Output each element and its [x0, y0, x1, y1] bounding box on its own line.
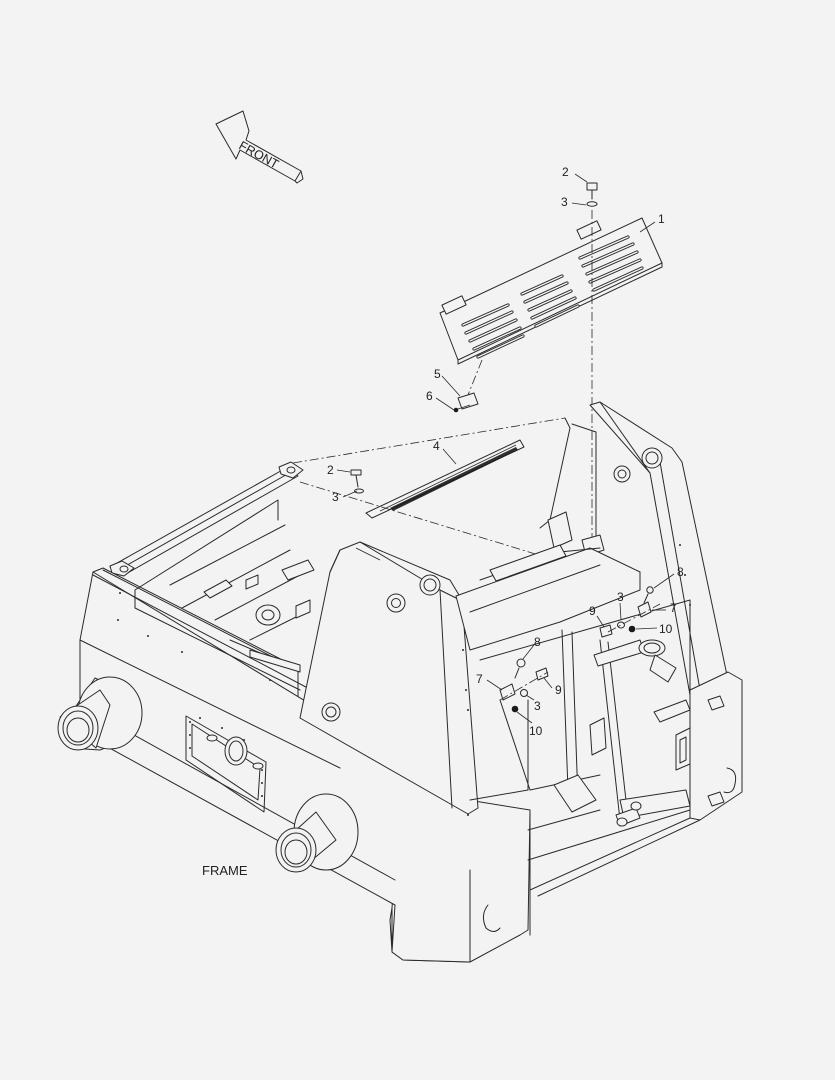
front-label: FRONT: [237, 138, 282, 171]
top-cover-plate: [439, 217, 663, 365]
callout-label: 8: [677, 565, 684, 579]
left-rear-axle-tube: [57, 676, 143, 751]
latch-assembly: [453, 359, 483, 413]
frame-label: FRAME: [202, 863, 248, 878]
fastener-group-center: [499, 658, 549, 713]
fastener-group-right: [599, 586, 661, 638]
callout-label: 8: [534, 635, 541, 649]
frame-body: [57, 401, 743, 963]
seal-strip: [365, 439, 525, 519]
callout-label: 3: [617, 590, 624, 604]
callout-label: 3: [332, 490, 339, 504]
plate-bolt-assembly: [586, 182, 598, 580]
callout-label: 9: [589, 604, 596, 618]
callout-leaders: [336, 173, 675, 724]
callout-label: 2: [562, 165, 569, 179]
callout-label: 1: [658, 212, 665, 226]
callout-label: 3: [534, 699, 541, 713]
callout-label: 5: [434, 367, 441, 381]
callout-label: 9: [555, 683, 562, 697]
callout-label: 10: [529, 724, 543, 738]
front-direction-arrow: FRONT: [215, 110, 304, 184]
callout-label: 7: [476, 672, 483, 686]
callout-label: 6: [426, 389, 433, 403]
callout-label: 2: [327, 463, 334, 477]
left-front-tower: [299, 541, 479, 815]
callout-labels: 1 2 3 4 5 6 2 3 8 9 3 7 10 8 7 9 3 10: [327, 165, 684, 738]
callout-label: 4: [433, 439, 440, 453]
callout-label: 7: [670, 601, 677, 615]
strip-bolt-assembly: [350, 469, 364, 494]
callout-label: 3: [561, 195, 568, 209]
callout-label: 10: [659, 622, 673, 636]
left-front-axle-tube: [275, 793, 359, 873]
